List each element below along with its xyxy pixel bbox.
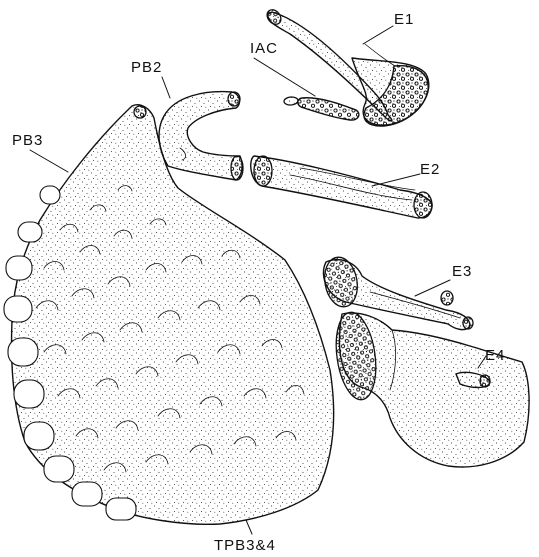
iac-element	[284, 97, 359, 121]
e4-label: E4	[485, 347, 505, 364]
iac-label: IAC	[250, 40, 278, 57]
e1-label: E1	[394, 11, 414, 28]
pharyngobranchial-2	[159, 92, 243, 180]
pb2-label: PB2	[131, 59, 162, 76]
epibranchial-4	[331, 310, 529, 467]
iac-leader	[254, 58, 315, 96]
e2-leader	[372, 174, 420, 186]
e3-label: E3	[452, 263, 472, 280]
pb3-leader	[30, 150, 68, 172]
epibranchial-2	[251, 156, 432, 218]
e1-leader	[363, 26, 393, 44]
pb2-leader	[162, 77, 170, 98]
tpb-label: TPB3&4	[214, 537, 276, 554]
pb3-label: PB3	[12, 132, 43, 149]
e2-label: E2	[420, 161, 440, 178]
tpb-leader	[246, 520, 252, 534]
